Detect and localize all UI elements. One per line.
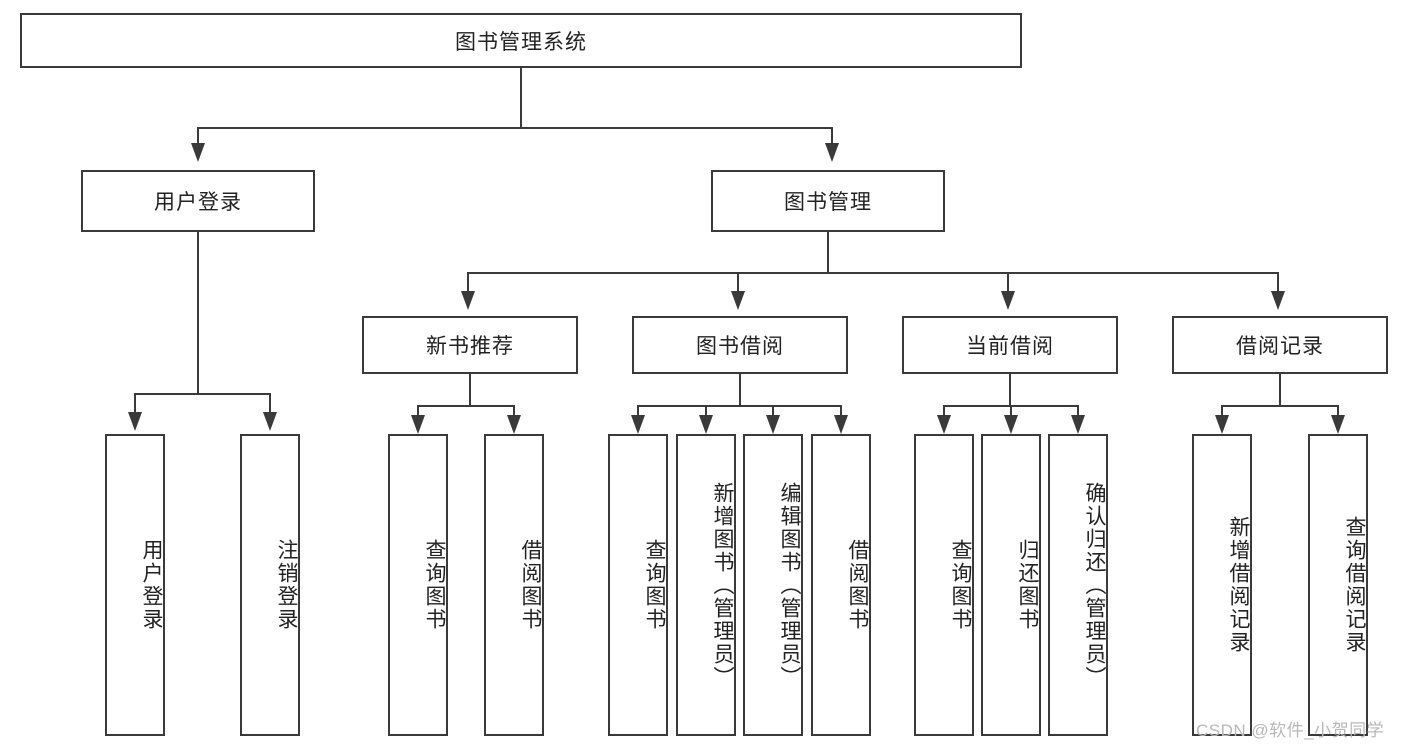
arrowhead-current-borrow: [1001, 291, 1015, 310]
connector-user-login-drop-1: [134, 393, 136, 413]
leaf-query-book-current[interactable]: 查询图书: [914, 434, 974, 736]
node-label: 查询图书: [643, 539, 666, 631]
node-label: 注销登录: [275, 539, 298, 631]
arrowhead-leaf-user-login: [128, 412, 142, 431]
leaf-confirm-return-admin[interactable]: 确认归还（管理员）: [1048, 434, 1108, 736]
arrowhead-book-borrow-leaf-1: [631, 415, 645, 434]
node-user-login[interactable]: 用户登录: [81, 170, 315, 232]
arrowhead-current-borrow-leaf-1: [937, 415, 951, 434]
arrowhead-user-login: [191, 143, 205, 162]
node-book-management[interactable]: 图书管理: [711, 170, 945, 232]
node-book-management-system[interactable]: 图书管理系统: [20, 13, 1022, 68]
arrowhead-new-book-recommend: [461, 291, 475, 310]
connector-user-login-bus: [134, 393, 270, 395]
connector-root-bus: [197, 127, 833, 129]
node-label: 图书借阅: [696, 335, 784, 358]
node-label: 图书管理系统: [455, 30, 587, 54]
connector-level3-drop-1: [467, 272, 469, 292]
arrowhead-book-borrow: [731, 291, 745, 310]
connector-current-borrow-drop-3: [1077, 405, 1079, 417]
leaf-borrow-book-recommend[interactable]: 借阅图书: [484, 434, 544, 736]
connector-book-management-stem: [827, 232, 829, 274]
node-label: 借阅图书: [519, 539, 542, 631]
connector-level3-drop-3: [1007, 272, 1009, 292]
connector-user-login-drop-2: [269, 393, 271, 413]
connector-new-book-stem: [469, 374, 471, 406]
connector-root-drop-right: [831, 127, 833, 145]
arrowhead-current-borrow-leaf-2: [1004, 415, 1018, 434]
node-label: 用户登录: [140, 539, 163, 631]
connector-current-borrow-stem: [1009, 374, 1011, 406]
connector-book-borrow-drop-3: [772, 405, 774, 417]
connector-borrow-record-bus: [1221, 405, 1339, 407]
connector-book-borrow-drop-1: [637, 405, 639, 417]
connector-root-stem: [520, 68, 522, 128]
leaf-user-login[interactable]: 用户登录: [105, 434, 165, 736]
node-label: 借阅图书: [846, 539, 869, 631]
watermark-text: CSDN @软件_小贺同学: [1196, 721, 1385, 740]
connector-new-book-bus: [417, 405, 515, 407]
arrowhead-book-management: [825, 143, 839, 162]
node-label: 新书推荐: [426, 335, 514, 358]
arrowhead-borrow-record-leaf-2: [1331, 415, 1345, 434]
node-label: 新增图书（管理员）: [711, 481, 734, 689]
arrowhead-borrow-record: [1271, 291, 1285, 310]
arrowhead-book-borrow-leaf-4: [834, 415, 848, 434]
arrowhead-borrow-record-leaf-1: [1215, 415, 1229, 434]
node-label: 新增借阅记录: [1227, 516, 1250, 654]
connector-level3-drop-2: [737, 272, 739, 292]
leaf-query-borrow-record[interactable]: 查询借阅记录: [1308, 434, 1368, 736]
leaf-add-borrow-record[interactable]: 新增借阅记录: [1192, 434, 1252, 736]
connector-new-book-drop-2: [513, 405, 515, 417]
connector-borrow-record-drop-2: [1337, 405, 1339, 417]
connector-current-borrow-drop-1: [943, 405, 945, 417]
arrowhead-book-borrow-leaf-3: [766, 415, 780, 434]
leaf-return-book[interactable]: 归还图书: [981, 434, 1041, 736]
node-label: 借阅记录: [1236, 335, 1324, 358]
node-label: 确认归还（管理员）: [1083, 481, 1106, 689]
leaf-query-book-borrow[interactable]: 查询图书: [608, 434, 668, 736]
arrowhead-book-borrow-leaf-2: [699, 415, 713, 434]
connector-book-borrow-stem: [739, 374, 741, 406]
leaf-logout[interactable]: 注销登录: [240, 434, 300, 736]
connector-level3-drop-4: [1277, 272, 1279, 292]
node-label: 当前借阅: [966, 335, 1054, 358]
node-label: 查询借阅记录: [1343, 516, 1366, 654]
leaf-query-book-recommend[interactable]: 查询图书: [388, 434, 448, 736]
connector-book-borrow-drop-4: [840, 405, 842, 417]
node-label: 编辑图书（管理员）: [778, 481, 801, 689]
arrowhead-current-borrow-leaf-3: [1071, 415, 1085, 434]
node-label: 图书管理: [784, 191, 872, 214]
node-book-borrow[interactable]: 图书借阅: [632, 316, 848, 374]
node-current-borrow[interactable]: 当前借阅: [902, 316, 1118, 374]
leaf-edit-book-admin[interactable]: 编辑图书（管理员）: [743, 434, 803, 736]
connector-current-borrow-drop-2: [1010, 405, 1012, 417]
node-label: 用户登录: [154, 191, 242, 214]
node-label: 归还图书: [1016, 539, 1039, 631]
arrowhead-leaf-logout: [263, 412, 277, 431]
connector-new-book-drop-1: [417, 405, 419, 417]
connector-borrow-record-stem: [1279, 374, 1281, 406]
leaf-add-book-admin[interactable]: 新增图书（管理员）: [676, 434, 736, 736]
arrowhead-new-book-leaf-2: [507, 415, 521, 434]
connector-user-login-stem: [197, 232, 199, 394]
node-borrow-record[interactable]: 借阅记录: [1172, 316, 1388, 374]
connector-book-borrow-drop-2: [705, 405, 707, 417]
node-label: 查询图书: [949, 539, 972, 631]
connector-level3-bus: [467, 272, 1278, 274]
node-label: 查询图书: [423, 539, 446, 631]
connector-borrow-record-drop-1: [1221, 405, 1223, 417]
node-new-book-recommend[interactable]: 新书推荐: [362, 316, 578, 374]
connector-root-drop-left: [197, 127, 199, 145]
leaf-borrow-book[interactable]: 借阅图书: [811, 434, 871, 736]
connector-book-borrow-bus: [637, 405, 842, 407]
arrowhead-new-book-leaf-1: [411, 415, 425, 434]
